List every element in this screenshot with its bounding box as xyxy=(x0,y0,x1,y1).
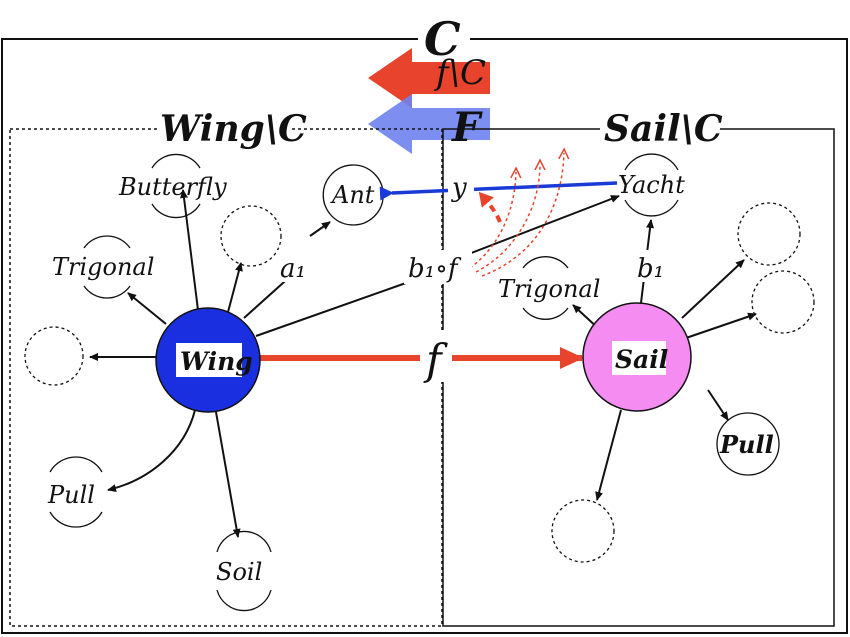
trigonal-label-wing: Trigonal xyxy=(52,253,154,281)
wing-node-label: Wing xyxy=(180,347,253,376)
sail-region-title: Sail\C xyxy=(604,108,723,150)
functor-label: F xyxy=(451,104,483,151)
trigonal-node-wing xyxy=(83,235,131,299)
category-label: C xyxy=(424,12,461,66)
restricted-functor-label: f\C xyxy=(433,53,486,93)
sail-neighbors xyxy=(522,153,815,563)
lift-arrows xyxy=(469,153,564,277)
sail-node-label: Sail xyxy=(615,345,668,374)
empty-node-5 xyxy=(551,499,615,563)
wing-region-title: Wing\C xyxy=(160,108,307,150)
ant-node xyxy=(322,164,384,226)
trigonal-node-sail xyxy=(522,256,569,320)
y-label: y xyxy=(451,173,467,203)
functor-arrow xyxy=(368,94,490,154)
b1-label: b₁ xyxy=(637,254,664,284)
restricted-functor-arrow xyxy=(368,48,490,108)
pull-label-wing: Pull xyxy=(47,481,95,509)
yacht-label: Yacht xyxy=(618,171,685,199)
wing-neighbors xyxy=(24,153,384,612)
empty-node-4 xyxy=(751,270,815,334)
empty-node-2 xyxy=(24,326,84,386)
empty-node-1 xyxy=(220,205,282,267)
trigonal-label-sail: Trigonal xyxy=(498,275,600,303)
pull-label-sail: Pull xyxy=(719,430,774,459)
butterfly-label: Butterfly xyxy=(118,173,227,201)
y-arrow xyxy=(379,181,618,201)
ant-label: Ant xyxy=(330,181,375,209)
butterfly-node xyxy=(151,153,201,219)
yacht-node xyxy=(624,153,679,217)
sail-arrows xyxy=(572,219,757,501)
composite-label: b₁∘f xyxy=(408,254,462,284)
soil-label: Soil xyxy=(216,558,262,586)
lift-arrow-bold xyxy=(478,191,502,223)
empty-node-3 xyxy=(737,202,801,266)
soil-node xyxy=(216,530,272,612)
a1-label: a₁ xyxy=(280,254,306,284)
pull-node-sail xyxy=(716,412,780,476)
pull-node-wing xyxy=(49,456,103,528)
